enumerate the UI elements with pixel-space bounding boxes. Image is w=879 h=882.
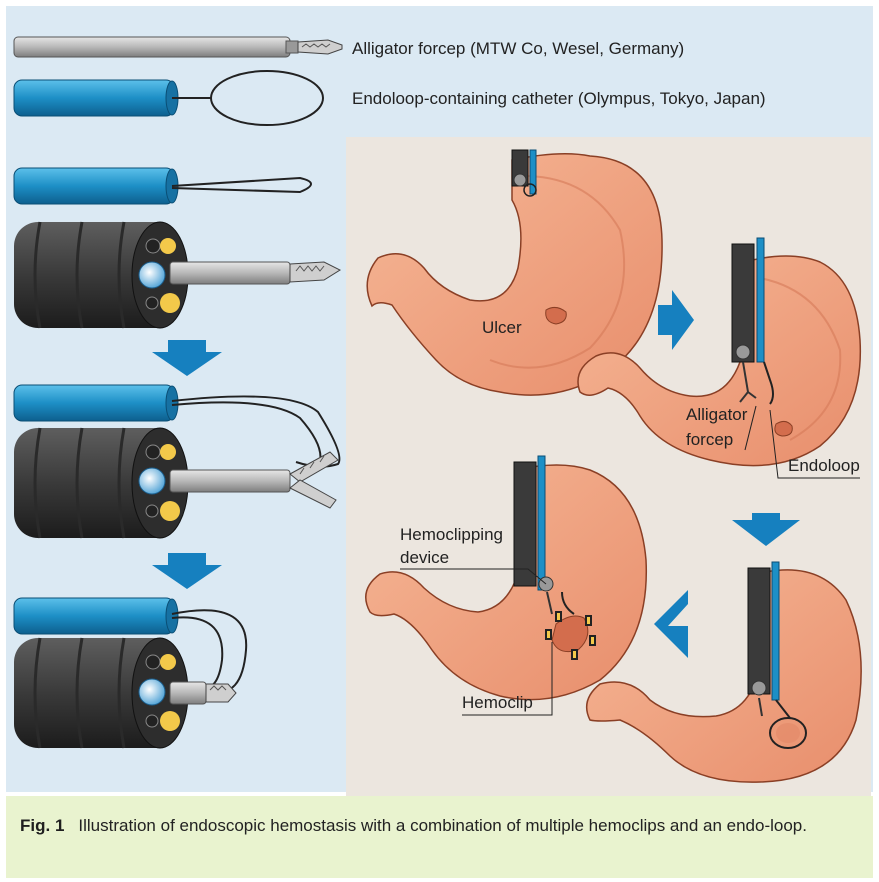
endoloop-catheter-icon	[14, 71, 323, 125]
endoscope-step3	[14, 638, 236, 748]
alligator-forcep-icon	[14, 37, 342, 57]
ulcer-label: Ulcer	[482, 318, 522, 337]
caption-text: Illustration of endoscopic hemostasis wi…	[78, 816, 807, 835]
hemoclipping-label-1: Hemoclipping	[400, 525, 503, 544]
catheter-label: Endoloop-containing catheter (Olympus, T…	[352, 89, 766, 108]
endoloop-label: Endoloop	[788, 456, 860, 475]
hemoclip-label: Hemoclip	[462, 693, 533, 712]
catheter-step1	[14, 168, 311, 204]
alligator-label-1: Alligator	[686, 405, 748, 424]
caption-label: Fig. 1	[20, 816, 64, 835]
caption-box: Fig. 1 Illustration of endoscopic hemosta…	[6, 796, 873, 878]
illustration: Alligator forcep (MTW Co, Wesel, Germany…	[0, 0, 879, 800]
figure-caption: Fig. 1 Illustration of endoscopic hemosta…	[20, 814, 860, 838]
endoscope-step2	[14, 428, 338, 538]
alligator-label-2: forcep	[686, 430, 733, 449]
ulcer-mark	[546, 307, 567, 324]
hemoclipping-label-2: device	[400, 548, 449, 567]
down-arrow-icon	[152, 340, 222, 376]
down-arrow-icon	[152, 553, 222, 589]
endoscope-step1	[14, 222, 340, 328]
forcep-label: Alligator forcep (MTW Co, Wesel, Germany…	[352, 39, 684, 58]
